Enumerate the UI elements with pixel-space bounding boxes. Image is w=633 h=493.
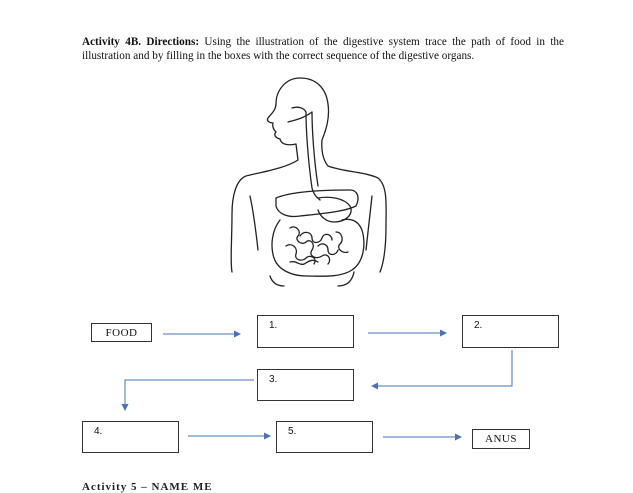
answer-box-3[interactable]: 3.	[257, 369, 354, 401]
activity-title: Activity 4B. Directions:	[82, 36, 200, 48]
box-number-3: 3.	[269, 374, 278, 385]
arrow-3-to-4	[121, 379, 254, 411]
arrow-2-to-3	[371, 350, 513, 390]
box-number-5: 5.	[288, 426, 297, 437]
instructions: Activity 4B. Directions: Using the illus…	[82, 36, 564, 63]
box-number-2: 2.	[474, 320, 483, 331]
back-of-head	[299, 77, 387, 273]
stomach	[317, 196, 352, 223]
intestines	[271, 218, 365, 277]
answer-box-1[interactable]: 1.	[257, 315, 354, 348]
activity-directions: Using the illustration of the digestive …	[82, 36, 564, 62]
box-number-4: 4.	[94, 426, 103, 437]
box-number-1: 1.	[269, 320, 278, 331]
next-section-heading: Activity 5 – NAME ME	[82, 481, 213, 493]
head-outline	[230, 77, 301, 273]
answer-box-5[interactable]: 5.	[276, 421, 373, 453]
liver	[275, 189, 359, 218]
anus-text: ANUS	[485, 433, 517, 445]
food-text: FOOD	[105, 326, 138, 339]
answer-box-2[interactable]: 2.	[462, 315, 559, 348]
answer-box-4[interactable]: 4.	[82, 421, 179, 453]
anus-label: ANUS	[472, 429, 530, 449]
food-label: FOOD	[91, 323, 152, 342]
